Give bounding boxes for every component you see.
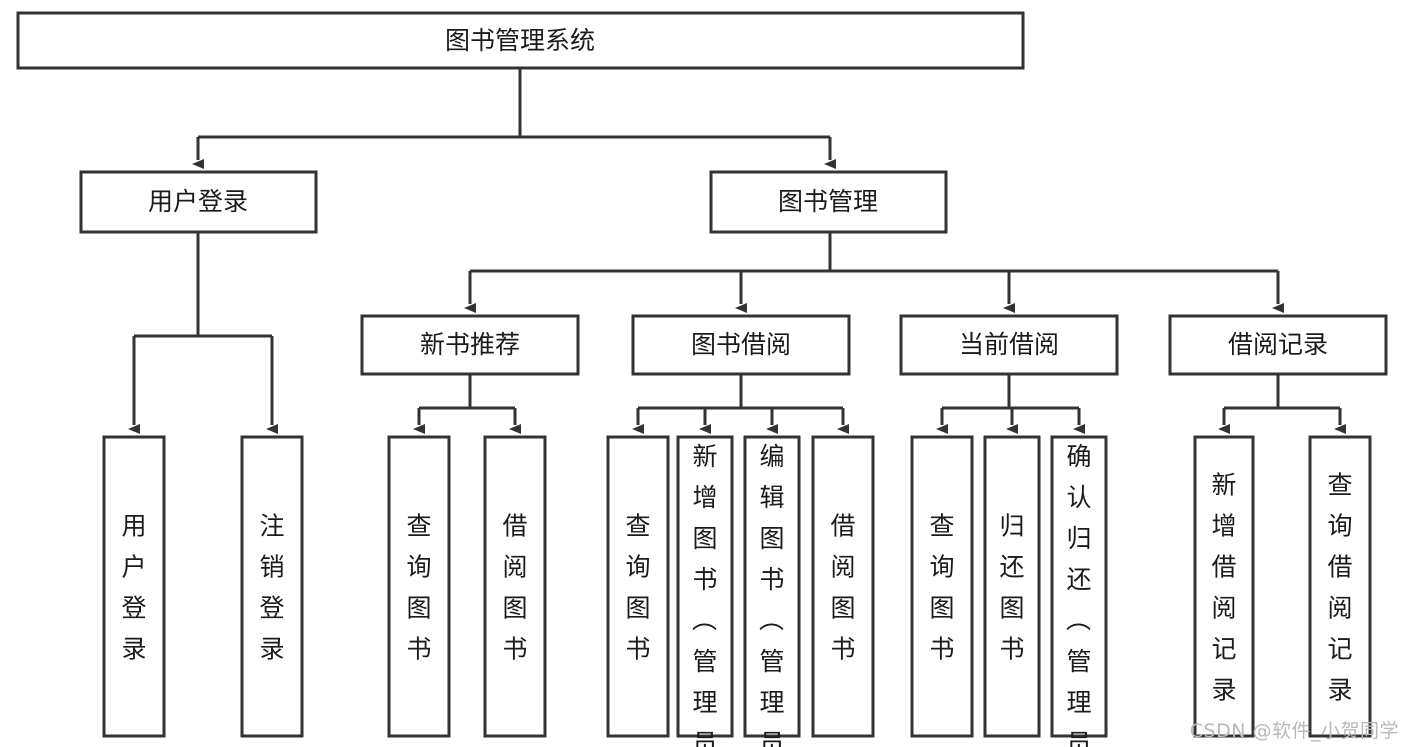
leaf-node-rect xyxy=(743,435,801,738)
leaf-node[interactable]: 查询图书 xyxy=(387,435,451,738)
node-level2-user-login-rect xyxy=(79,170,318,234)
node-level3-borrow-record[interactable]: 借阅记录 xyxy=(1168,314,1388,376)
node-root-rect xyxy=(16,11,1025,70)
node-level3-current-borrow-label: 当前借阅 xyxy=(959,330,1059,359)
leaf-node-rect xyxy=(387,435,451,738)
node-level3-book-borrow[interactable]: 图书借阅 xyxy=(631,314,851,376)
leaf-node-label: 借阅图书 xyxy=(830,512,855,664)
leaf-node-label: 借阅图书 xyxy=(502,512,527,664)
node-level2-book-management-label: 图书管理 xyxy=(778,187,878,216)
node-level3-book-borrow-rect xyxy=(631,314,851,376)
leaf-node-rect xyxy=(483,435,547,738)
leaf-node[interactable]: 确认归还（管理员） xyxy=(1050,435,1108,747)
leaf-node-rect xyxy=(1308,435,1372,738)
leaf-node-rect xyxy=(606,435,670,738)
leaf-node-layer: 用户登录 注销登录 查询图书 借阅图书 查询图书 新增图书（管理员） 编辑图书（管理员） 借阅… xyxy=(102,435,1372,747)
node-level3-current-borrow[interactable]: 当前借阅 xyxy=(899,314,1119,376)
connector-root-to-level2 xyxy=(192,68,836,169)
leaf-node[interactable]: 查询借阅记录 xyxy=(1308,435,1372,738)
leaf-node-label: 用户登录 xyxy=(121,512,146,664)
node-level3-book-borrow-label: 图书借阅 xyxy=(691,330,791,359)
leaf-node[interactable]: 新增图书（管理员） xyxy=(676,435,734,747)
leaf-node-rect xyxy=(1050,435,1108,738)
leaf-node[interactable]: 查询图书 xyxy=(910,435,974,738)
connector-book-mgmt-to-level3 xyxy=(464,232,1284,313)
connector-user-login-to-leaves xyxy=(128,232,278,434)
leaf-node-label: 新增图书（管理员） xyxy=(692,442,718,747)
leaf-node-rect xyxy=(240,435,304,738)
leaf-node[interactable]: 查询图书 xyxy=(606,435,670,738)
leaf-node-rect xyxy=(102,435,166,738)
leaf-node-label: 编辑图书（管理员） xyxy=(759,442,785,747)
leaf-node-label: 归还图书 xyxy=(999,512,1024,664)
leaf-node-label: 查询图书 xyxy=(625,512,650,664)
leaf-node-label: 查询借阅记录 xyxy=(1327,471,1352,705)
node-level2-book-management-rect xyxy=(709,170,948,234)
leaf-node[interactable]: 新增借阅记录 xyxy=(1193,435,1255,738)
leaf-node[interactable]: 借阅图书 xyxy=(811,435,875,738)
leaf-node[interactable]: 注销登录 xyxy=(240,435,304,738)
connector-borrow-to-leaves xyxy=(632,374,849,434)
node-level3-borrow-record-rect xyxy=(1168,314,1388,376)
node-level2-book-management[interactable]: 图书管理 xyxy=(709,170,948,234)
connector-newbook-to-leaves xyxy=(413,374,521,434)
leaf-node-label: 新增借阅记录 xyxy=(1211,471,1236,705)
leaf-node[interactable]: 归还图书 xyxy=(983,435,1041,738)
node-level3-new-book-recommend-label: 新书推荐 xyxy=(420,330,520,359)
node-level3-new-book-recommend-rect xyxy=(360,314,580,376)
leaf-node-label: 查询图书 xyxy=(406,512,431,664)
node-level2-user-login-label: 用户登录 xyxy=(148,187,248,216)
leaf-node-label: 确认归还（管理员） xyxy=(1066,442,1092,747)
node-root-book-management-system[interactable]: 图书管理系统 xyxy=(16,11,1025,70)
connector-current-borrow-to-leaves xyxy=(936,374,1085,434)
leaf-node-rect xyxy=(1193,435,1255,738)
leaf-node[interactable]: 借阅图书 xyxy=(483,435,547,738)
leaf-node-rect xyxy=(910,435,974,738)
leaf-node-rect xyxy=(983,435,1041,738)
leaf-node-label: 查询图书 xyxy=(929,512,954,664)
leaf-node-label: 注销登录 xyxy=(259,512,284,664)
node-level3-current-borrow-rect xyxy=(899,314,1119,376)
leaf-node-rect xyxy=(676,435,734,738)
leaf-node[interactable]: 用户登录 xyxy=(102,435,166,738)
node-level3-borrow-record-label: 借阅记录 xyxy=(1228,330,1328,359)
node-level2-user-login[interactable]: 用户登录 xyxy=(79,170,318,234)
node-root-label: 图书管理系统 xyxy=(445,26,595,55)
connector-borrow-record-to-leaves xyxy=(1218,374,1346,434)
node-level3-new-book-recommend[interactable]: 新书推荐 xyxy=(360,314,580,376)
leaf-node-rect xyxy=(811,435,875,738)
leaf-node[interactable]: 编辑图书（管理员） xyxy=(743,435,801,747)
